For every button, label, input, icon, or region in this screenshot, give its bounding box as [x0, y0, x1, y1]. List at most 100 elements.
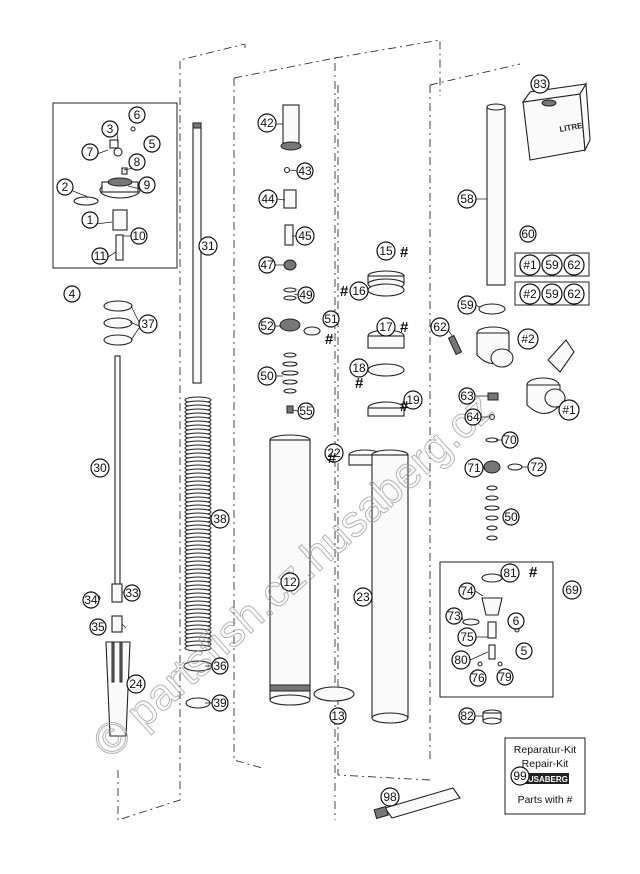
callout-number: 59	[460, 298, 474, 312]
callout-circle	[464, 458, 484, 478]
callout-circle	[211, 694, 229, 712]
callout-circle	[63, 285, 81, 303]
callout-c16: 16	[349, 281, 369, 301]
callout-c45: 45	[295, 226, 315, 246]
callout-number: 7	[87, 145, 94, 159]
leader-line	[474, 590, 484, 597]
callout-number: 13	[331, 709, 345, 723]
callout-number: 51	[324, 312, 338, 326]
callout-c4: 4	[63, 285, 81, 303]
callout-circle	[128, 153, 146, 171]
callout-number: 47	[260, 258, 274, 272]
callout-circle	[258, 189, 278, 209]
axle-clamp-1	[526, 339, 575, 415]
callout-c35: 35	[89, 618, 107, 636]
callout-circle	[558, 399, 580, 421]
repair-kit-line1: Reparatur-Kit	[514, 744, 577, 756]
callout-circle	[91, 247, 109, 265]
callout-circle	[464, 408, 482, 426]
callout-number: #1	[523, 258, 537, 272]
callout-c3: 3	[101, 120, 119, 138]
callout-number: 2	[62, 180, 69, 194]
callout-number: 70	[503, 433, 517, 447]
callout-circle	[89, 618, 107, 636]
callout-number: 99	[513, 769, 527, 783]
husaberg-logo-text: HUSABERG	[522, 775, 568, 784]
leader-line	[130, 305, 140, 323]
callout-circle	[297, 286, 315, 304]
callout-c13: 13	[329, 707, 347, 725]
callout-number: 45	[298, 229, 312, 243]
callout-c64: 64	[464, 408, 482, 426]
leader-line	[447, 329, 454, 338]
callout-number: 82	[460, 709, 474, 723]
callout-circle	[563, 283, 585, 305]
callout-c10: 10	[130, 227, 148, 245]
callout-circle	[143, 135, 161, 153]
callout-circle	[530, 74, 550, 94]
callout-circle	[519, 225, 537, 243]
callout-number: 1	[87, 213, 94, 227]
callout-c69: 69	[562, 580, 582, 600]
callout-c11: 11	[91, 247, 109, 265]
callout-number: 63	[460, 389, 474, 403]
leader-line	[121, 623, 127, 629]
leader-line	[107, 251, 117, 258]
callout-circle	[380, 787, 400, 807]
callout-number: 4	[69, 287, 76, 301]
callout-circle	[376, 241, 396, 261]
callout-layer: 1234556678910111213151617181922232430313…	[56, 74, 585, 807]
callout-circle	[123, 584, 141, 602]
callout-number: 52	[260, 319, 274, 333]
callout-circle	[210, 509, 230, 529]
grease-tube-98	[373, 787, 461, 820]
callout-circle	[211, 657, 229, 675]
callout-circle	[295, 226, 315, 246]
callout-circle	[445, 607, 463, 625]
callout-number: 72	[530, 460, 544, 474]
callout-c58: 58	[457, 189, 477, 209]
upper-tube-58	[486, 103, 506, 286]
callout-c44: 44	[258, 189, 278, 209]
callout-circle	[101, 120, 119, 138]
callout-circle	[457, 627, 477, 647]
callout-number: 6	[134, 108, 141, 122]
callout-number: 60	[521, 227, 535, 241]
callout-number: 3	[107, 122, 114, 136]
repair-kit-box	[504, 737, 586, 815]
callout-number: 44	[261, 192, 275, 206]
leader-line	[129, 321, 140, 327]
callout-number: 5	[149, 137, 156, 151]
callout-c99: 99	[510, 766, 530, 786]
callout-kp1: #1	[558, 399, 580, 421]
hash-mark: #	[400, 244, 409, 261]
leader-line	[72, 190, 89, 198]
callout-circle	[297, 402, 315, 420]
callout-circle	[517, 328, 539, 350]
callout-c5a: 5	[143, 135, 161, 153]
callout-circle	[329, 707, 347, 725]
callout-circle	[541, 254, 563, 276]
callout-circle	[527, 457, 547, 477]
callout-number: 33	[125, 586, 139, 600]
callout-c50a: 50	[257, 366, 277, 386]
callout-number: 55	[299, 404, 313, 418]
callout-circle	[430, 317, 450, 337]
hash-mark: #	[400, 319, 409, 336]
callout-circle	[128, 106, 146, 124]
callout-k60a: #1	[519, 254, 541, 276]
callout-circle	[258, 256, 276, 274]
repair-kit-line3: Parts with #	[518, 794, 573, 806]
husaberg-logo	[521, 773, 569, 784]
callout-c24: 24	[126, 674, 146, 694]
callout-circle	[90, 458, 110, 478]
outer-tube-23	[371, 449, 409, 724]
callout-c42: 42	[257, 113, 277, 133]
assembly-box-4	[52, 102, 178, 269]
callout-circle	[349, 281, 369, 301]
callout-circle	[322, 310, 340, 328]
callout-c39: 39	[211, 694, 229, 712]
callout-number: 81	[503, 566, 517, 580]
callout-circle	[563, 254, 585, 276]
callout-circle	[507, 612, 525, 630]
